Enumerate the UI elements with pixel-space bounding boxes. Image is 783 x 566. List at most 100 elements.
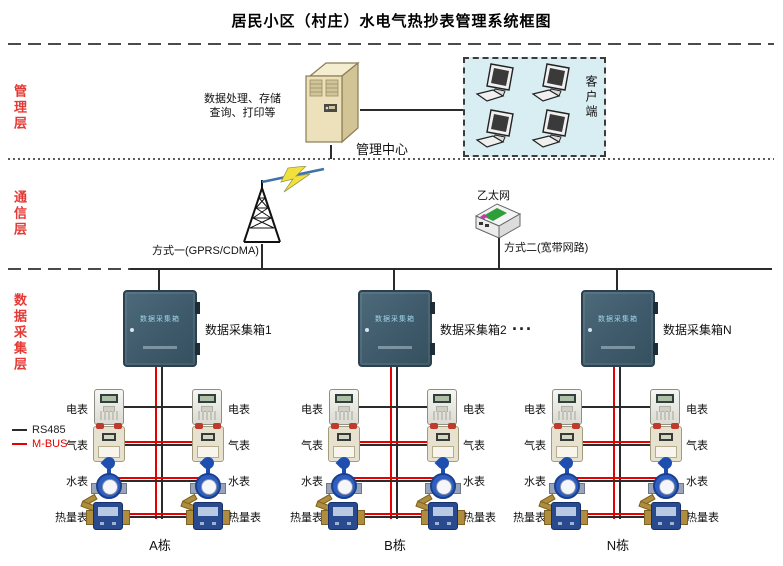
building-label: N栋: [606, 538, 630, 553]
gas-meter-label: 气表: [66, 440, 88, 452]
client-box: 客户端: [463, 57, 606, 157]
water-meter-icon: [190, 454, 226, 501]
heat-rs485-line: [345, 516, 445, 518]
gas-meter-label: 气表: [463, 440, 485, 452]
cabinet-handle: [130, 328, 134, 332]
gas-meter-label: 气表: [228, 440, 250, 452]
legend-mbus: M-BUS: [12, 438, 67, 450]
electric-rs485-line: [568, 406, 668, 408]
cabinet-hinge: [653, 343, 658, 355]
electric-meter-label: 电表: [524, 404, 546, 416]
method1-label: 方式一(GPRS/CDMA): [152, 245, 259, 257]
page-title: 居民小区（村庄）水电气热抄表管理系统框图: [231, 13, 552, 30]
gas-meter-label: 气表: [301, 440, 323, 452]
layer-label-management: 管理层: [12, 84, 27, 132]
cabinet-hinge: [430, 302, 435, 314]
client-pc-icon: [475, 109, 514, 148]
cabinet-face-line: [601, 346, 635, 349]
collector-cabinet-icon: 数据采集箱: [358, 290, 435, 367]
heat-meter-label: 热量表: [290, 512, 323, 524]
heat-meter-label: 热量表: [686, 512, 719, 524]
collector-box-label: 数据采集箱N: [663, 323, 732, 337]
electric-rs485-line: [345, 406, 445, 408]
gas-mbus-line: [110, 441, 210, 443]
water-meter-icon: [91, 454, 127, 501]
collector-box-label: 数据采集箱2: [440, 323, 507, 337]
electric-meter-icon: [329, 389, 359, 425]
water-rs485-line: [110, 480, 210, 482]
rs485-riser-line: [619, 367, 621, 519]
rs485-label: RS485: [32, 424, 66, 436]
heat-meter-icon: [80, 493, 130, 531]
electric-meter-icon: [552, 389, 582, 425]
water-meter-icon: [549, 454, 585, 501]
collector-cabinet-icon: 数据采集箱: [123, 290, 200, 367]
ethernet-label: 乙太网: [477, 190, 510, 202]
cabinet-hinge: [195, 343, 200, 355]
heat-meter-icon: [538, 493, 588, 531]
building-label: B栋: [384, 538, 406, 553]
more-columns-ellipsis: ...: [512, 314, 534, 334]
electric-rs485-line: [110, 406, 210, 408]
electric-meter-label: 电表: [686, 404, 708, 416]
water-meter-label: 水表: [524, 476, 546, 488]
server-note: 数据处理、存储 查询、打印等: [190, 92, 295, 120]
gas-meter-icon: [93, 423, 125, 462]
electric-meter-icon: [427, 389, 457, 425]
water-mbus-line: [345, 477, 445, 479]
bus-line: [130, 268, 772, 270]
electric-meter-label: 电表: [66, 404, 88, 416]
server-downlink: [330, 145, 332, 159]
gas-meter-label: 气表: [524, 440, 546, 452]
mbus-riser-line: [155, 367, 157, 519]
water-meter-label: 水表: [228, 476, 250, 488]
cabinet-face-line: [378, 346, 412, 349]
heat-meter-icon: [315, 493, 365, 531]
separator-communication-collection: [8, 268, 130, 270]
mbus-riser-line: [613, 367, 615, 519]
heat-meter-label: 热量表: [55, 512, 88, 524]
water-meter-label: 水表: [686, 476, 708, 488]
collection-column-n: 数据采集箱 数据采集箱N 电表 气表 水表 热量表 电表 气表 水表 热量表: [486, 270, 750, 566]
water-mbus-line: [110, 477, 210, 479]
gas-mbus-line: [345, 441, 445, 443]
water-meter-label: 水表: [463, 476, 485, 488]
building-label: A栋: [149, 538, 171, 553]
server-client-link: [360, 109, 463, 111]
collector-cabinet-icon: 数据采集箱: [581, 290, 658, 367]
cabinet-hinge: [430, 343, 435, 355]
heat-rs485-line: [110, 516, 210, 518]
water-meter-label: 水表: [301, 476, 323, 488]
gas-mbus-line: [568, 441, 668, 443]
rs485-line-swatch: [12, 429, 27, 432]
heat-mbus-line: [345, 513, 445, 515]
client-label: 客户端: [584, 75, 598, 120]
water-mbus-line: [568, 477, 668, 479]
bus-drop-line: [158, 270, 160, 291]
cabinet-face-label: 数据采集箱: [140, 316, 180, 323]
electric-meter-icon: [94, 389, 124, 425]
water-rs485-line: [345, 480, 445, 482]
heat-meter-label: 热量表: [463, 512, 496, 524]
client-pc-icon: [475, 63, 514, 102]
electric-meter-icon: [650, 389, 680, 425]
client-pc-icon: [531, 63, 570, 102]
heat-meter-icon: [180, 493, 230, 531]
layer-label-communication: 通信层: [12, 190, 27, 238]
cabinet-face-label: 数据采集箱: [375, 316, 415, 323]
router-downlink: [498, 238, 500, 269]
server-note-line2: 查询、打印等: [209, 107, 276, 119]
client-pc-icon: [531, 109, 570, 148]
gas-rs485-line: [568, 444, 668, 446]
electric-meter-label: 电表: [228, 404, 250, 416]
heat-meter-icon: [638, 493, 688, 531]
server-icon: [305, 61, 360, 144]
heat-meter-label: 热量表: [228, 512, 261, 524]
rs485-riser-line: [161, 367, 163, 519]
cabinet-hinge: [653, 302, 658, 314]
separator-top: [8, 43, 774, 45]
heat-meter-label: 热量表: [513, 512, 546, 524]
gas-meter-icon: [427, 423, 459, 462]
water-meter-label: 水表: [66, 476, 88, 488]
mbus-riser-line: [390, 367, 392, 519]
